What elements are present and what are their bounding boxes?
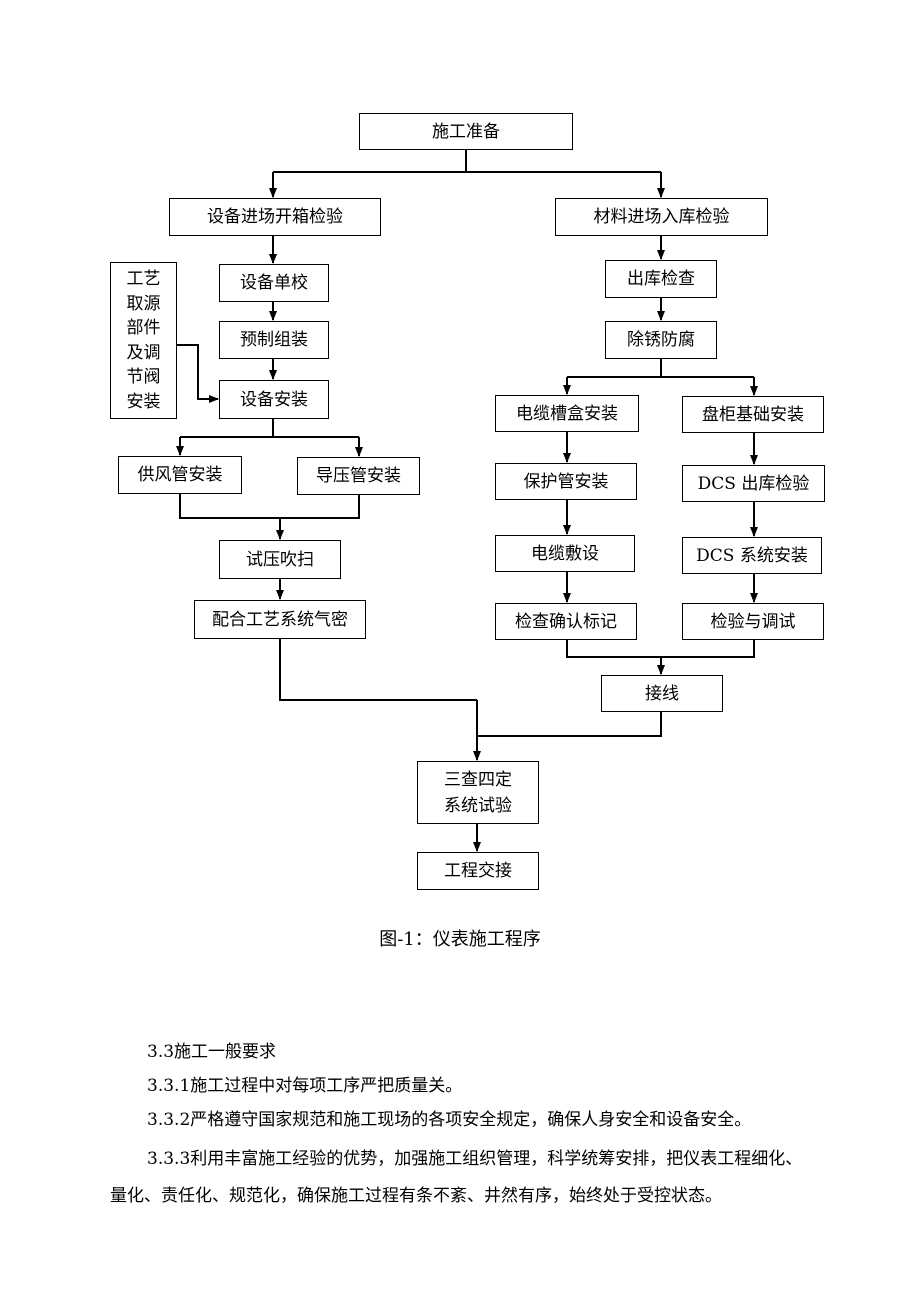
air-pipe-box: 供风管安装 xyxy=(118,456,242,494)
paragraph-3-3-2: 3.3.2严格遵守国家规范和施工现场的各项安全规定，确保人身安全和设备安全。 xyxy=(147,1110,752,1130)
process-source-line-6: 安装 xyxy=(126,391,161,412)
pressure-test-box: 试压吹扫 xyxy=(219,540,341,579)
inspect-debug-box: 检验与调试 xyxy=(682,603,824,640)
paragraph-3-3-3: 3.3.3利用丰富施工经验的优势，加强施工组织管理，科学统筹安排，把仪表工程细化… xyxy=(110,1149,803,1206)
derust-box: 除锈防腐 xyxy=(605,321,717,359)
tray-install-box: 电缆槽盒安装 xyxy=(495,395,639,432)
system-test-box: 三查四定 系统试验 xyxy=(417,761,539,824)
dcs-install-box: DCS 系统安装 xyxy=(682,537,822,574)
conduit-install-box: 保护管安装 xyxy=(495,463,637,500)
material-inspect-box: 材料进场入库检验 xyxy=(555,198,768,236)
arrow-source-to-install xyxy=(177,344,219,403)
airtight-box: 配合工艺系统气密 xyxy=(194,600,366,639)
prefab-box: 预制组装 xyxy=(219,321,329,359)
process-source-line-2: 取源 xyxy=(126,293,161,314)
check-mark-box: 检查确认标记 xyxy=(495,603,637,640)
flowchart-connectors xyxy=(176,150,758,852)
process-source-line-1: 工艺 xyxy=(126,269,161,289)
system-test-line-1: 三查四定 xyxy=(444,769,512,790)
conn-airtight-down xyxy=(279,639,477,701)
out-check-box: 出库检查 xyxy=(605,260,717,298)
equip-install-box: 设备安装 xyxy=(219,380,329,419)
prepare-box: 施工准备 xyxy=(359,113,573,150)
conn-wiring-down xyxy=(477,712,662,737)
process-source-line-3: 部件 xyxy=(126,318,161,338)
cabinet-base-box: 盘柜基础安装 xyxy=(682,396,824,433)
wiring-box: 接线 xyxy=(601,675,723,712)
cable-lay-box: 电缆敷设 xyxy=(495,535,635,572)
pressure-pipe-box: 导压管安装 xyxy=(297,457,420,495)
handover-box: 工程交接 xyxy=(417,852,539,890)
paragraph-3-3-1: 3.3.1施工过程中对每项工序严把质量关。 xyxy=(147,1076,463,1096)
conn-pipes-merge xyxy=(179,494,360,519)
equip-inspect-box: 设备进场开箱检验 xyxy=(169,198,381,236)
process-source-line-5: 节阀 xyxy=(126,367,161,387)
system-test-line-2: 系统试验 xyxy=(444,795,512,816)
dcs-inspect-box: DCS 出库检验 xyxy=(682,465,825,502)
process-source-line-4: 及调 xyxy=(126,342,161,363)
figure-caption: 图-1：仪表施工程序 xyxy=(379,929,541,950)
conn-right-merge xyxy=(566,640,755,658)
section-heading: 3.3施工一般要求 xyxy=(147,1042,277,1062)
process-source-box: 工艺 取源 部件 及调 节阀 安装 xyxy=(110,262,177,419)
equip-calib-box: 设备单校 xyxy=(219,264,329,302)
